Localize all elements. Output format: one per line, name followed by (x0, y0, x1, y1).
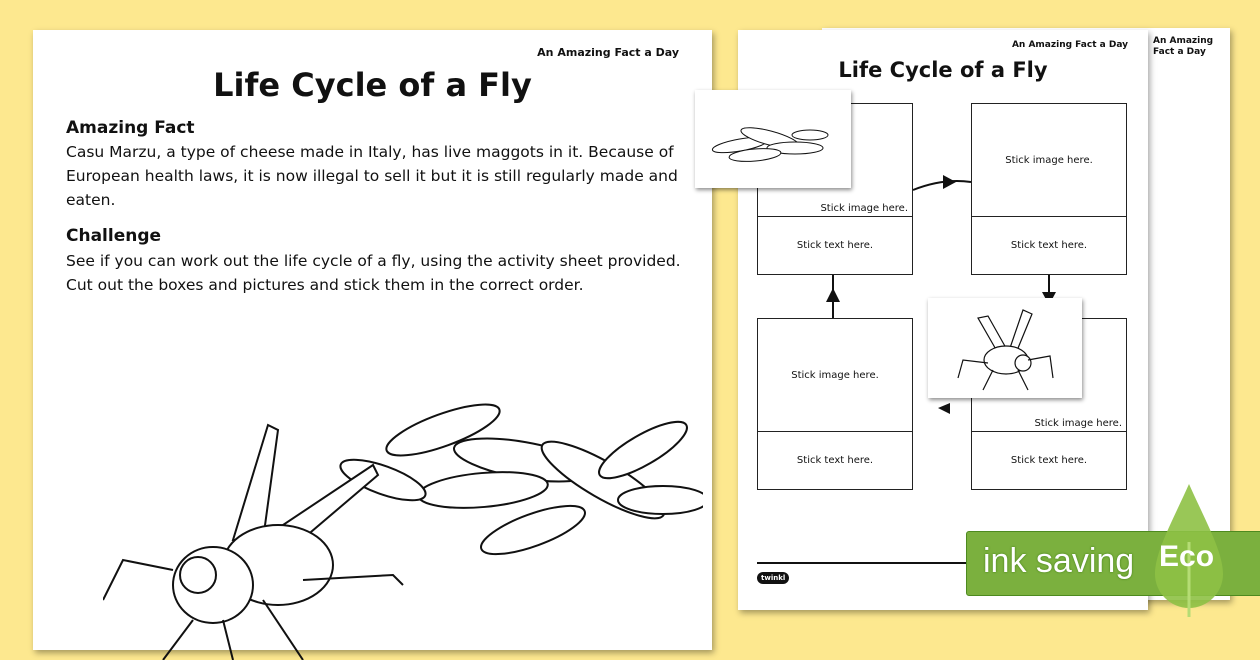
fly-and-maggots-illustration (103, 403, 703, 660)
twinkl-logo: twinkl (757, 572, 790, 584)
fly-icon (957, 309, 1054, 391)
image-slot: Stick image here. (972, 104, 1126, 217)
fly-picture-card (928, 298, 1082, 398)
image-slot: Stick image here. (758, 319, 912, 432)
maggots-icon (711, 127, 829, 162)
fact-heading: Amazing Fact (66, 118, 195, 138)
challenge-text: See if you can work out the life cycle o… (66, 252, 681, 294)
maggot-picture-card (695, 90, 851, 188)
fly-drawing (103, 423, 404, 660)
cycle-box-2: Stick image here. Stick text here. (971, 103, 1127, 275)
sheet-header: An Amazing Fact a Day (537, 46, 679, 59)
eco-label: Eco (1159, 540, 1215, 573)
text-slot: Stick text here. (1010, 455, 1088, 466)
image-slot: Stick image here. (972, 319, 1126, 432)
sheet-header: An Amazing Fact a Day (1011, 40, 1128, 50)
cycle-arrows (757, 175, 1056, 564)
arrow-left-icon (938, 403, 950, 414)
ink-saving-badge: ink saving Eco (966, 484, 1260, 617)
maggots-drawing (339, 403, 703, 556)
text-slot: Stick text here. (796, 240, 874, 251)
cycle-box-3: Stick image here. Stick text here. (757, 318, 913, 490)
page-title: Life Cycle of a Fly (213, 66, 532, 104)
leaf-drop-icon (1155, 484, 1223, 617)
challenge-heading: Challenge (66, 226, 162, 246)
fact-sheet: An Amazing Fact a Day Life Cycle of a Fl… (33, 30, 712, 660)
fact-text: Casu Marzu, a type of cheese made in Ita… (66, 143, 678, 209)
back-header: An Amazing Fact a Day (1153, 36, 1214, 57)
sheet-title: Life Cycle of a Fly (838, 58, 1048, 82)
text-slot: Stick text here. (1010, 240, 1088, 251)
badge-label: ink saving (983, 542, 1135, 580)
arrow-right-icon (943, 175, 956, 189)
arrow-up-icon (826, 288, 840, 302)
text-slot: Stick text here. (796, 455, 874, 466)
image-slot: Stick image here. (758, 104, 912, 217)
